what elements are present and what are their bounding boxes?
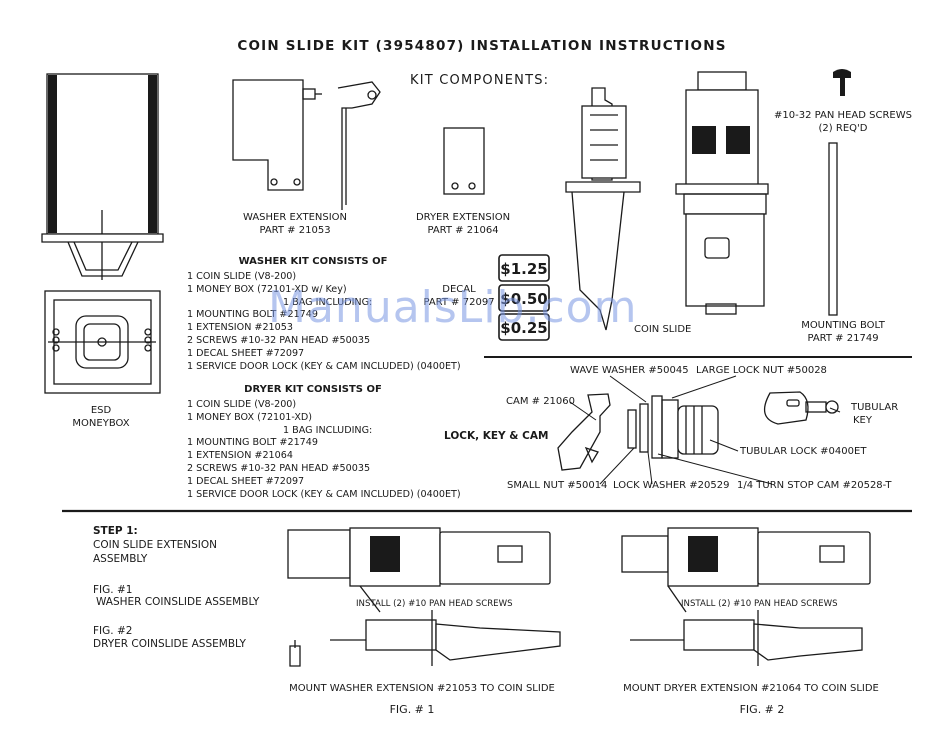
mounting-bolt-name: MOUNTING BOLT xyxy=(801,320,885,331)
fig2-caption: FIG. # 2 xyxy=(739,703,785,716)
dryer-kit-item: 1 SERVICE DOOR LOCK (KEY & CAM INCLUDED)… xyxy=(187,488,461,500)
dryer-kit-item: 1 MONEY BOX (72101-XD) xyxy=(187,411,313,423)
washer-kit-item: 1 MONEY BOX (72101-XD w/ Key) xyxy=(187,283,347,295)
tubular-key-drawing xyxy=(763,391,839,425)
washer-kit-list: 1 COIN SLIDE (V8-200) 1 MONEY BOX (72101… xyxy=(187,271,461,373)
moneybox-drawing xyxy=(41,73,164,394)
washer-kit-heading: WASHER KIT CONSISTS OF xyxy=(238,256,388,267)
watermark: ManualsLib.com xyxy=(268,282,638,333)
coin-slide-side-drawing xyxy=(565,87,641,331)
lock-leader-lines xyxy=(569,375,841,485)
mounting-bolt-drawing xyxy=(828,142,838,316)
fig2-desc: DRYER COINSLIDE ASSEMBLY xyxy=(93,638,246,650)
decal-name: DECAL xyxy=(442,284,476,295)
washer-kit-item: 1 SERVICE DOOR LOCK (KEY & CAM INCLUDED)… xyxy=(187,360,461,372)
dryer-kit-item: 2 SCREWS #10-32 PAN HEAD #50035 xyxy=(187,462,371,474)
tubular-key-label: TUBULAR xyxy=(851,402,899,413)
washer-kit-item: 2 SCREWS #10-32 PAN HEAD #50035 xyxy=(187,334,371,346)
fig1-caption: FIG. # 1 xyxy=(389,703,435,716)
fig1-drawing xyxy=(287,527,561,667)
tubular-lock-drawing xyxy=(627,395,719,459)
step1-heading: STEP 1: xyxy=(93,525,138,537)
dryer-kit-item: 1 BAG INCLUDING: xyxy=(283,424,373,436)
decal-price-2: $0.50 xyxy=(500,290,547,308)
dryer-kit-heading: DRYER KIT CONSISTS OF xyxy=(244,384,382,395)
moneybox-label-line1: ESD xyxy=(90,405,112,416)
washer-extension-part: PART # 21053 xyxy=(259,225,331,236)
coin-slide-label: COIN SLIDE xyxy=(634,324,692,335)
dryer-kit-item: 1 COIN SLIDE (V8-200) xyxy=(187,399,297,410)
dryer-kit-item: 1 MOUNTING BOLT #21749 xyxy=(187,437,318,449)
fig2-mount-label: MOUNT DRYER EXTENSION #21064 TO COIN SLI… xyxy=(623,683,879,694)
screws-name: #10-32 PAN HEAD SCREWS xyxy=(774,110,912,121)
washer-kit-item: 1 MOUNTING BOLT #21749 xyxy=(187,309,318,321)
small-nut-label: SMALL NUT #50014 xyxy=(507,480,608,491)
dryer-extension-name: DRYER EXTENSION xyxy=(415,212,511,223)
washer-kit-item: 1 BAG INCLUDING: xyxy=(283,296,373,308)
stop-cam-label: 1/4 TURN STOP CAM #20528-T xyxy=(737,480,892,491)
decal-price-3: $0.25 xyxy=(500,319,547,337)
tubular-lock-label: TUBULAR LOCK #0400ET xyxy=(740,446,867,457)
fig1-mount-label: MOUNT WASHER EXTENSION #21053 TO COIN SL… xyxy=(289,683,555,694)
wave-washer-label: WAVE WASHER #50045 xyxy=(570,365,689,376)
step1-line1: COIN SLIDE EXTENSION xyxy=(93,539,217,551)
dryer-extension-part: PART # 21064 xyxy=(427,225,499,236)
dryer-kit-list: 1 COIN SLIDE (V8-200) 1 MONEY BOX (72101… xyxy=(187,399,461,501)
fig1-install-label: INSTALL (2) #10 PAN HEAD SCREWS xyxy=(356,599,513,609)
lock-heading: LOCK, KEY & CAM xyxy=(444,430,549,442)
washer-kit-item: 1 COIN SLIDE (V8-200) xyxy=(187,271,297,282)
decal-price-1: $1.25 xyxy=(500,260,547,278)
page-title: COIN SLIDE KIT (3954807) INSTALLATION IN… xyxy=(237,38,727,54)
washer-kit-item: 1 DECAL SHEET #72097 xyxy=(187,347,305,359)
tubular-key-label-2: KEY xyxy=(853,415,872,426)
decal-prices: $1.25 $0.50 $0.25 xyxy=(500,260,547,337)
coin-slide-front-drawing xyxy=(675,71,769,315)
fig2-install-label: INSTALL (2) #10 PAN HEAD SCREWS xyxy=(681,599,838,609)
decal-drawing xyxy=(498,254,550,341)
mounting-bolt-part: PART # 21749 xyxy=(807,333,879,344)
cam-label: CAM # 21060 xyxy=(506,396,575,407)
step1-line2: ASSEMBLY xyxy=(93,553,148,565)
screws-qty: (2) REQ'D xyxy=(818,123,868,134)
washer-kit-item: 1 EXTENSION #21053 xyxy=(187,322,293,334)
kit-components-label: KIT COMPONENTS: xyxy=(410,73,550,88)
washer-extension-drawing xyxy=(232,79,381,210)
washer-extension-name: WASHER EXTENSION xyxy=(242,212,348,223)
dryer-kit-item: 1 EXTENSION #21064 xyxy=(187,450,293,462)
cam-drawing xyxy=(557,393,611,471)
fig1-label: FIG. #1 xyxy=(93,584,133,596)
large-lock-nut-label: LARGE LOCK NUT #50028 xyxy=(696,365,827,376)
fig1-desc: WASHER COINSLIDE ASSEMBLY xyxy=(96,596,260,608)
fig2-drawing xyxy=(621,527,871,666)
dryer-extension-drawing xyxy=(443,127,485,195)
pan-head-screw-drawing xyxy=(833,69,851,96)
decal-part: PART # 72097 xyxy=(423,297,495,308)
moneybox-label-line2: MONEYBOX xyxy=(72,418,130,429)
fig2-label: FIG. #2 xyxy=(93,625,133,637)
lock-washer-label: LOCK WASHER #20529 xyxy=(613,480,730,491)
dryer-kit-item: 1 DECAL SHEET #72097 xyxy=(187,475,305,487)
